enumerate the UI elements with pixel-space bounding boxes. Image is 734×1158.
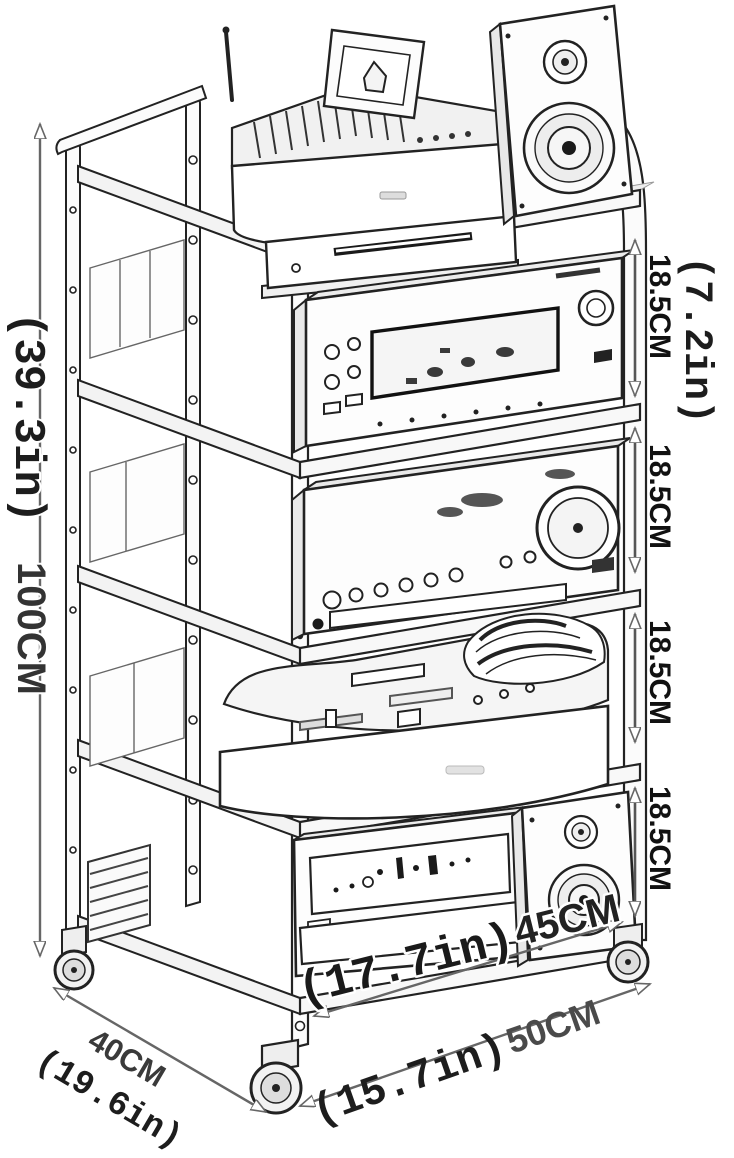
house-icon: [362, 60, 388, 94]
cd-player: [261, 214, 519, 300]
caster-wheel-center: [249, 1038, 303, 1115]
top-gap-label: (7.2in): [673, 256, 718, 424]
shelf-3-front: [298, 588, 642, 666]
deck-front: [218, 704, 610, 820]
width-inches-label: (15.7in): [306, 1024, 512, 1136]
receiver-button-row: [377, 401, 543, 427]
shelf-2-front: [298, 402, 642, 480]
hatched-block: [87, 843, 151, 944]
hifi-buttons: [417, 131, 471, 143]
hifi-logo: [379, 191, 407, 200]
dome-stripes: [475, 618, 597, 675]
rear-left-post: [65, 136, 81, 934]
top-left-rail: [55, 84, 208, 156]
dj-mixer-deck: [218, 612, 610, 820]
side-panel-details: [87, 239, 185, 944]
spacing-label-2: 18.5CM: [643, 444, 676, 549]
deck-logo: [445, 765, 485, 775]
caster-wheel-left: [53, 924, 95, 991]
cd-tray: [329, 582, 567, 630]
receiver-controls: [323, 337, 363, 416]
amp-logo-marks: [437, 469, 575, 517]
dimension-width-arrow: [300, 984, 650, 1106]
photo-frame: [322, 28, 426, 120]
top-shelf-equipment: [222, 4, 634, 300]
screws: [505, 15, 627, 209]
amp-buttons: [322, 550, 537, 610]
mini-display-glyphs: [333, 855, 471, 893]
height-inches-label: (39.3in): [2, 312, 52, 523]
spacing-label-4: 18.5CM: [643, 786, 676, 891]
top-speaker: [488, 4, 634, 226]
display-glyphs: [406, 347, 514, 384]
height-cm-label: 100CM: [9, 562, 53, 696]
caster-wheel-right: [606, 922, 650, 984]
av-receiver: [293, 249, 635, 454]
width-cm-label: 50CM: [501, 991, 605, 1061]
dimension-depth-arrow: [54, 988, 266, 1112]
amplifier: [291, 437, 631, 642]
antenna: [222, 26, 234, 102]
mini-display: [308, 832, 512, 916]
receiver-knob: [577, 289, 615, 327]
spacing-label-3: 18.5CM: [643, 620, 676, 725]
deck-controls: [299, 662, 535, 732]
spacing-label-1: 18.5CM: [643, 254, 676, 359]
receiver-display: [370, 306, 560, 400]
